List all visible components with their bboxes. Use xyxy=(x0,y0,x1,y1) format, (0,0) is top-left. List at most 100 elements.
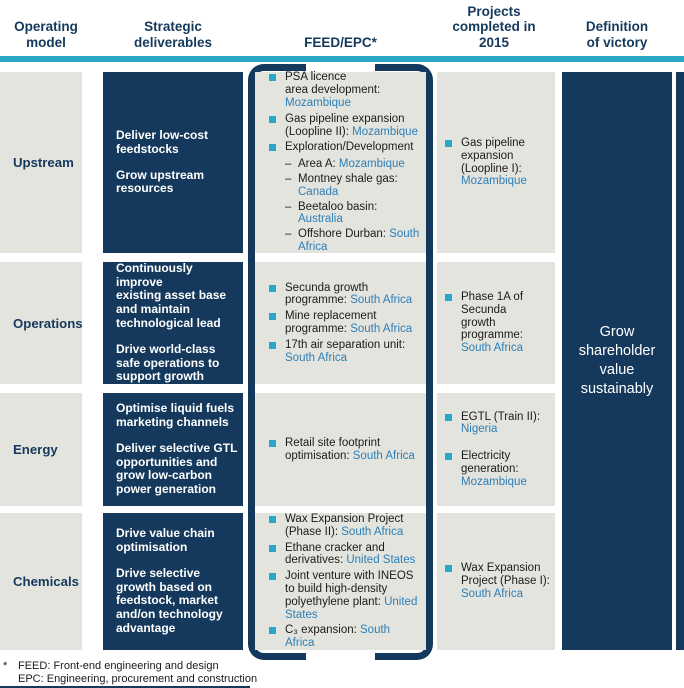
feed-epc-bracket-left-line xyxy=(248,86,255,638)
row-label-text: Operations xyxy=(13,315,83,331)
dash-icon: – xyxy=(285,172,292,185)
column-header-label: Definition of victory xyxy=(585,19,649,50)
column-header-definition-of-victory: Definition of victory xyxy=(558,2,676,50)
item-text: Phase 1A of Secunda growth programme: xyxy=(461,291,524,342)
list-item: PSA licence area development: Mozambique xyxy=(269,71,421,109)
item-text: Electricity generation: xyxy=(461,450,519,475)
item-location: Mozambique xyxy=(461,475,527,488)
item-location: Nigeria xyxy=(461,423,498,436)
row-label-text: Upstream xyxy=(13,155,74,170)
item-location: Mozambique xyxy=(352,125,418,138)
item-location: Mozambique xyxy=(338,158,405,171)
bottom-edge-rule xyxy=(0,686,250,688)
definition-of-victory-panel: Grow shareholder value sustainably xyxy=(562,72,672,650)
list-item: Mine replacement programme: South Africa xyxy=(269,310,421,336)
sub-list-item: –Montney shale gas: Canada xyxy=(285,173,421,199)
list-item: Gas pipeline expansion (Loopline I): Moz… xyxy=(445,137,553,188)
footnote: * FEED: Front-end engineering and design… xyxy=(3,660,257,686)
deliverable-paragraph: Deliver selective GTL opportunities and … xyxy=(116,440,238,497)
item-location: South Africa xyxy=(285,624,391,650)
item-text: Wax Expansion Project (Phase II): xyxy=(285,513,404,538)
column-header-label: FEED/EPC* xyxy=(304,34,377,50)
item-location: United States xyxy=(346,554,416,567)
sub-list-item: –Area A: Mozambique xyxy=(285,158,421,171)
bullet-icon xyxy=(269,341,276,349)
bullet-icon xyxy=(445,565,452,573)
item-text: Joint venture with INEOS to build high-d… xyxy=(285,570,414,608)
bullet-icon xyxy=(445,453,452,461)
item-location: South Africa xyxy=(285,351,348,364)
row-label-text: Chemicals xyxy=(13,574,79,589)
item-location: Australia xyxy=(298,213,343,226)
item-text: C₃ expansion: xyxy=(285,624,361,637)
item-text: Exploration/Development xyxy=(285,141,414,154)
item-text: Mine replacement programme: xyxy=(285,310,377,335)
item-location: Mozambique xyxy=(285,96,351,109)
bullet-icon xyxy=(269,544,276,552)
item-text: Retail site footprint optimisation: xyxy=(285,436,381,462)
list-item: Gas pipeline expansion (Loopline II): Mo… xyxy=(269,113,421,139)
item-location: Canada xyxy=(298,185,339,198)
sub-list-item: –Offshore Durban: South Africa xyxy=(285,228,421,254)
feed-epc-bracket-right-line xyxy=(426,86,433,638)
item-text: Montney shale gas: xyxy=(298,172,398,185)
feed-epc-bracket-top-right xyxy=(375,64,433,90)
projects-2015-operations: Phase 1A of Secunda growth programme: So… xyxy=(437,262,555,384)
deliverables-upstream: Deliver low-cost feedstocks Grow upstrea… xyxy=(103,72,243,253)
row-label-text: Energy xyxy=(13,442,58,457)
list-item: Exploration/Development –Area A: Mozambi… xyxy=(269,141,421,253)
dash-icon: – xyxy=(285,158,292,171)
item-text: Offshore Durban: xyxy=(298,228,390,241)
item-text: Ethane cracker and derivatives: xyxy=(285,541,385,567)
footnote-marker: * xyxy=(3,660,8,672)
item-text: EGTL (Train II): xyxy=(461,410,541,423)
column-header-label: Projects completed in 2015 xyxy=(452,3,536,50)
column-header-projects-2015: Projects completed in 2015 xyxy=(430,2,558,50)
deliverable-paragraph: Drive world-class safe operations to sup… xyxy=(116,341,220,384)
column-header-feed-epc: FEED/EPC* xyxy=(255,2,426,50)
deliverable-paragraph: Drive value chain optimisation xyxy=(116,526,215,554)
item-location: South Africa xyxy=(461,587,524,600)
column-header-strategic-deliverables: Strategic deliverables xyxy=(100,2,246,50)
victory-accent-strip xyxy=(676,72,684,650)
list-item: Phase 1A of Secunda growth programme: So… xyxy=(445,291,553,355)
footnote-line: FEED: Front-end engineering and design xyxy=(18,660,219,672)
deliverables-energy: Optimise liquid fuels marketing channels… xyxy=(103,393,243,506)
row-label-energy: Energy xyxy=(0,393,82,506)
item-location: Mozambique xyxy=(461,175,527,188)
feed-epc-bracket-top-left xyxy=(248,64,306,90)
bullet-icon xyxy=(269,573,276,581)
item-location: South Africa xyxy=(298,228,420,253)
list-item: Electricity generation: Mozambique xyxy=(445,450,553,488)
item-text: Secunda growth programme: xyxy=(285,281,369,307)
feed-epc-bracket-bottom-left xyxy=(248,634,306,660)
item-text: Gas pipeline expansion (Loopline I): xyxy=(461,136,525,175)
feed-epc-upstream: PSA licence area development: Mozambique… xyxy=(255,71,426,253)
dash-icon: – xyxy=(285,200,292,213)
item-location: United States xyxy=(285,595,418,621)
list-item: Retail site footprint optimisation: Sout… xyxy=(269,437,421,463)
item-text: Beetaloo basin: xyxy=(298,200,378,213)
column-header-label: Strategic deliverables xyxy=(133,19,213,50)
list-item: Secunda growth programme: South Africa xyxy=(269,282,421,308)
feed-epc-bracket-bottom-right xyxy=(375,634,433,660)
item-text: Gas pipeline expansion (Loopline II): xyxy=(285,112,405,138)
projects-2015-upstream: Gas pipeline expansion (Loopline I): Moz… xyxy=(437,72,555,253)
dash-icon: – xyxy=(285,228,292,241)
row-label-chemicals: Chemicals xyxy=(0,513,82,650)
bullet-icon xyxy=(269,115,276,123)
item-text: Area A: xyxy=(298,158,339,171)
footnote-line: EPC: Engineering, procurement and constr… xyxy=(18,673,258,685)
item-location: South Africa xyxy=(350,323,413,335)
list-item: EGTL (Train II): Nigeria xyxy=(445,411,553,437)
bullet-icon xyxy=(269,313,276,321)
deliverable-paragraph: Deliver low-cost feedstocks xyxy=(116,127,209,156)
list-item: Wax Expansion Project (Phase II): South … xyxy=(269,513,421,539)
item-text: 17th air separation unit: xyxy=(285,338,406,351)
list-item: 17th air separation unit: South Africa xyxy=(269,339,421,365)
item-text: Wax Expansion Project (Phase I): xyxy=(461,562,550,588)
feed-epc-chemicals: Wax Expansion Project (Phase II): South … xyxy=(255,513,426,650)
list-item: Ethane cracker and derivatives: United S… xyxy=(269,542,421,568)
column-header-operating-model: Operating model xyxy=(0,2,92,50)
